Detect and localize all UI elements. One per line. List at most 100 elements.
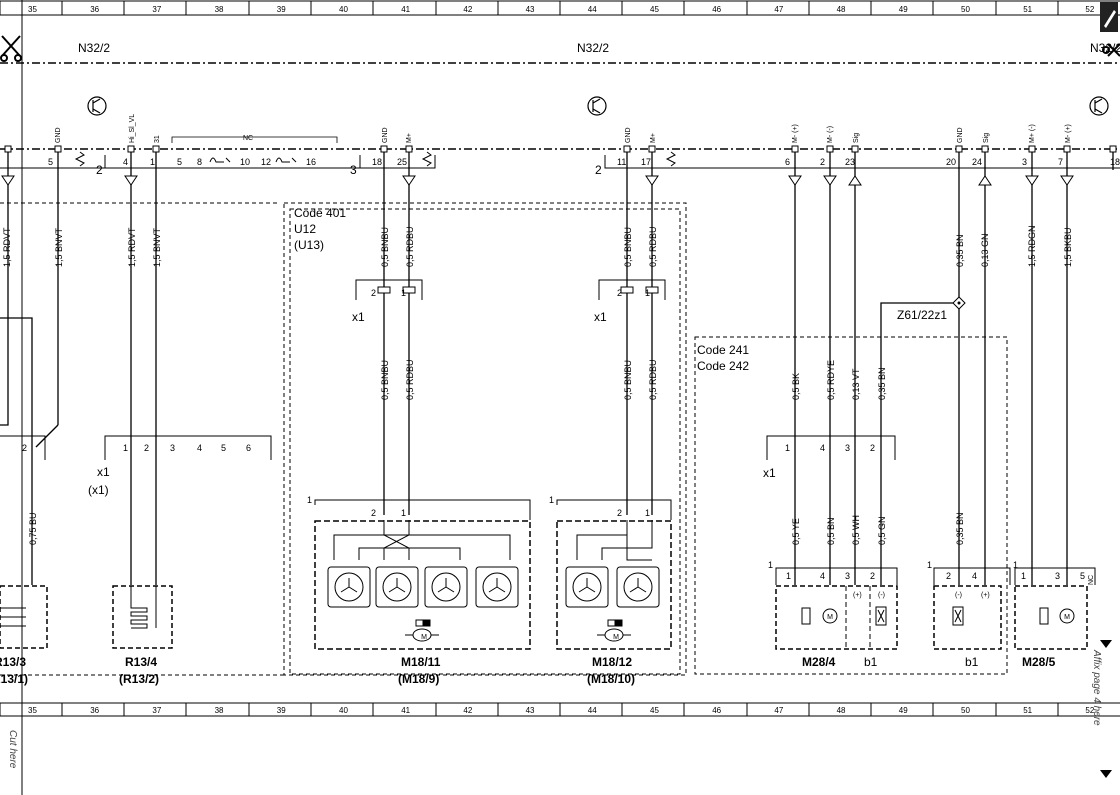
affix-label: Affix page 4 here: [1091, 649, 1102, 726]
splice-point: [952, 296, 966, 310]
ruler-number-bottom: 42: [463, 706, 472, 715]
code-401-label: Code 401: [294, 206, 346, 220]
signal-name: M- (-): [827, 126, 834, 143]
ruler-ticks: [0, 1, 1059, 716]
pin-number: 2: [617, 508, 622, 518]
signal-name: Hi_Sl_VL: [129, 114, 136, 143]
component-label: M18/11: [401, 655, 441, 669]
signal-name: 31: [154, 135, 161, 143]
ruler-number-top: 49: [899, 5, 908, 14]
component-label: M28/4: [802, 655, 836, 669]
pin-number: 1: [785, 443, 790, 453]
transistor-icon: [87, 96, 1109, 116]
page-corner-icon: [1100, 2, 1118, 32]
wire-label-mid: 0,35 BN: [877, 367, 887, 400]
connector-group-number: 3: [350, 163, 357, 177]
connector-pin-number: 12: [261, 157, 271, 167]
connector-pin-number: 5: [177, 157, 182, 167]
n32-label-left: N32/2: [78, 41, 110, 55]
scissors-right-icon: [1102, 43, 1120, 57]
signal-arrows: [1, 175, 1074, 186]
text-layer: N32/2 N32/2 N32/2 NC Code 401 U12 (U13) …: [0, 5, 1120, 769]
affix-arrows: [1100, 640, 1112, 778]
connector-group-number: 2: [96, 163, 103, 177]
n32-boundary: [0, 62, 1120, 150]
ruler-number-bottom: 43: [526, 706, 535, 715]
pin-number: 2: [617, 288, 622, 298]
ruler-number-top: 45: [650, 5, 659, 14]
connector-pin-number: 18: [1110, 157, 1120, 167]
wire-label-mid: 0,5 RDYE: [826, 360, 836, 400]
connector-pin-number: 8: [197, 157, 202, 167]
pin-number: 1: [401, 288, 406, 298]
fan-module-m18-11: [314, 499, 531, 650]
signal-name: GND: [55, 127, 62, 143]
ruler-number-bottom: 49: [899, 706, 908, 715]
connector-pin-number: 1: [150, 157, 155, 167]
ruler-number-bottom: 38: [215, 706, 224, 715]
wire-label-top: 0,5 RDBU: [648, 226, 658, 267]
pin-number: 1: [645, 508, 650, 518]
ruler-number-bottom: 51: [1023, 706, 1032, 715]
pin-number: 4: [820, 443, 825, 453]
sensor-label: b1: [965, 655, 979, 669]
ruler-number-bottom: 52: [1085, 706, 1094, 715]
connector-pin-number: 24: [972, 157, 982, 167]
pin-number: 4: [972, 571, 977, 581]
signal-name: Sig: [983, 133, 990, 143]
motor-letter-3: M: [827, 614, 833, 621]
signal-name: Sig: [853, 133, 860, 143]
motor-letter-1: M: [421, 634, 427, 641]
component-label: (R13/1): [0, 672, 28, 686]
pin-number: 2: [870, 571, 875, 581]
wire-label-bottom: 0,75 BU: [28, 512, 38, 545]
ruler-number-bottom: 45: [650, 706, 659, 715]
connector-ref-label: (x1): [88, 483, 109, 497]
ruler-number-top: 46: [712, 5, 721, 14]
ruler-number-top: 47: [774, 5, 783, 14]
pin-number: 5: [221, 443, 226, 453]
ruler-number-bottom: 41: [401, 706, 410, 715]
wire-label-mid: 0,5 BK: [791, 373, 801, 400]
connector-group-number: 2: [595, 163, 602, 177]
wire-label-mid: 0,13 VT: [851, 368, 861, 400]
pin-number: 5: [1080, 571, 1085, 581]
pin-number: 4: [820, 571, 825, 581]
component-label: (M18/10): [587, 672, 635, 686]
connector-pin-number: 2: [820, 157, 825, 167]
connector-pin-number: 20: [946, 157, 956, 167]
pin-number: 1: [1021, 571, 1026, 581]
polarity-label: (-): [955, 592, 962, 599]
ruler-number-bottom: 46: [712, 706, 721, 715]
nc-bracket: [171, 136, 338, 143]
component-label: M28/5: [1022, 655, 1056, 669]
ruler-number-top: 36: [90, 5, 99, 14]
connector-pin-number: 10: [240, 157, 250, 167]
actuator-m28-4: [775, 567, 898, 650]
pin-number: 1: [123, 443, 128, 453]
wire-label-bottom: 0,5 BN: [826, 517, 836, 545]
pin-terminals: [4, 145, 1117, 153]
connector-pin-number: 18: [372, 157, 382, 167]
pin-number: 2: [22, 443, 27, 453]
connector-pin-number: 5: [48, 157, 53, 167]
ruler-number-top: 39: [277, 5, 286, 14]
nc-pin-label: NC: [1088, 575, 1095, 585]
pin-number: 2: [144, 443, 149, 453]
signal-name: M- (+): [792, 124, 799, 143]
wire-label-mid: 0,5 RDBU: [405, 359, 415, 400]
ruler-number-bottom: 35: [28, 706, 37, 715]
ruler-number-top: 37: [152, 5, 161, 14]
signal-name: GND: [625, 127, 632, 143]
u13-label: (U13): [294, 238, 324, 252]
n32-label-center: N32/2: [577, 41, 609, 55]
wire-label-top: 1,5 BNVT: [152, 227, 162, 267]
ruler-number-top: 40: [339, 5, 348, 14]
pin-number: 2: [870, 443, 875, 453]
connector-ref-label: x1: [763, 466, 776, 480]
ruler-number-bottom: 44: [588, 706, 597, 715]
actuator-b1: [933, 567, 1011, 650]
pin-number: 1: [401, 508, 406, 518]
